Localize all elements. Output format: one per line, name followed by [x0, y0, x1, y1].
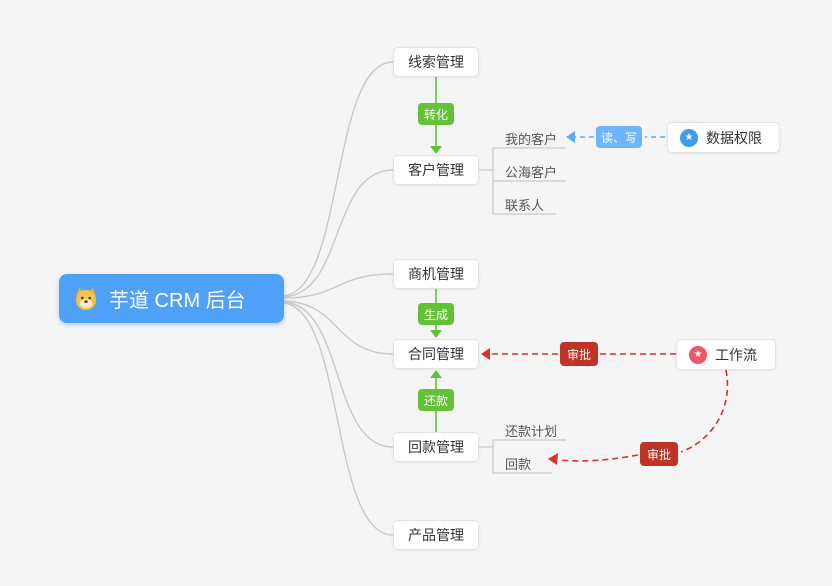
child-my-customers: 我的客户	[505, 132, 558, 147]
node-products: 产品管理	[393, 520, 479, 550]
child-public-customers: 公海客户	[505, 165, 558, 180]
arrowhead-to-contracts-approve	[481, 348, 490, 360]
badge-repay: 还款	[418, 389, 454, 411]
edge-workflow-to-approve2	[680, 369, 729, 453]
arrowhead-to-contracts	[430, 330, 442, 338]
node-contracts: 合同管理	[393, 339, 479, 369]
node-customers-label: 客户管理	[408, 162, 464, 178]
badge-convert-label: 转化	[423, 107, 448, 122]
root-node-crm-backend: 芋道 CRM 后台	[59, 274, 284, 323]
badge-convert: 转化	[418, 103, 454, 125]
node-contracts-label: 合同管理	[408, 346, 464, 362]
badge-generate-label: 生成	[423, 307, 448, 322]
node-data-permission-label: 数据权限	[706, 129, 762, 146]
badge-read-write-label: 读、写	[600, 130, 637, 145]
badge-generate: 生成	[418, 303, 454, 325]
curve-root-to-receivables	[282, 301, 394, 448]
node-leads-label: 线索管理	[408, 54, 464, 70]
node-leads: 线索管理	[393, 47, 479, 77]
badge-approve-contract-label: 审批	[566, 347, 591, 362]
node-customers: 客户管理	[393, 155, 479, 185]
node-opportunities-label: 商机管理	[408, 266, 464, 282]
node-receivables: 回款管理	[393, 432, 479, 462]
node-data-permission: ★ 数据权限	[667, 122, 780, 153]
child-repayment-plan: 还款计划	[505, 424, 558, 439]
arrowhead-to-receipt	[548, 453, 558, 465]
node-opportunities: 商机管理	[393, 259, 479, 289]
badge-approve-receipt: 审批	[640, 442, 678, 466]
child-receipt: 回款	[505, 457, 532, 472]
node-receivables-label: 回款管理	[408, 439, 464, 455]
arrowhead-to-customers	[430, 146, 442, 154]
badge-read-write: 读、写	[596, 126, 642, 148]
child-contacts: 联系人	[505, 198, 545, 213]
dog-icon	[76, 287, 96, 310]
arrowhead-repay-to-contracts	[430, 370, 442, 378]
node-workflow-label: 工作流	[715, 346, 757, 363]
edge-approve2-to-receipt	[558, 454, 639, 462]
curve-root-to-contracts	[282, 300, 394, 355]
root-node-label: 芋道 CRM 后台	[109, 290, 246, 312]
curve-root-to-products	[282, 302, 394, 536]
badge-repay-label: 还款	[423, 393, 448, 408]
badge-approve-contract: 审批	[560, 342, 598, 366]
curve-root-to-leads	[282, 61, 394, 297]
badge-approve-receipt-label: 审批	[646, 447, 671, 462]
node-workflow: ★ 工作流	[676, 339, 776, 370]
star-icon: ★	[689, 345, 707, 364]
node-products-label: 产品管理	[408, 527, 464, 543]
curve-root-to-opportunities	[282, 273, 394, 299]
arrowhead-to-mycustomers	[566, 131, 575, 143]
star-icon: ★	[680, 128, 698, 147]
curve-root-to-customers	[282, 169, 394, 298]
